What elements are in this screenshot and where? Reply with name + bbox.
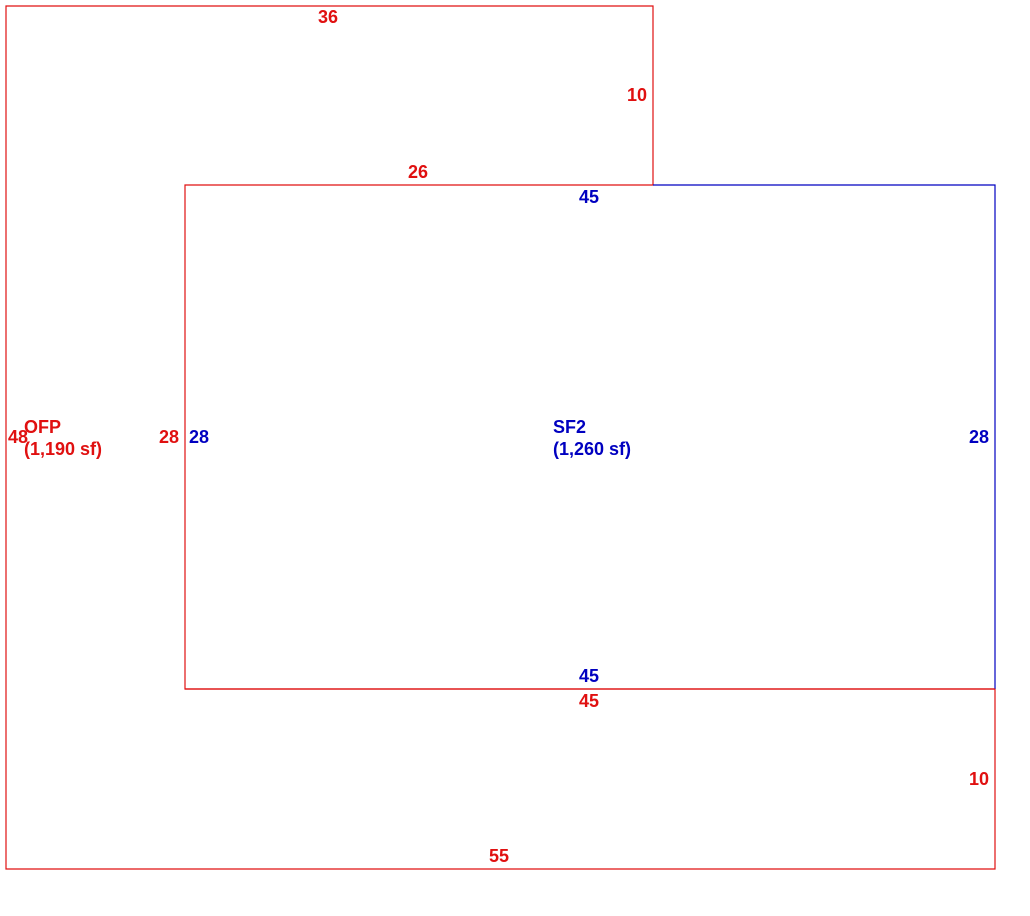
ofp-dim-top: 36 xyxy=(318,7,338,27)
ofp-outline xyxy=(5,5,996,870)
sf2-area-label: (1,260 sf) xyxy=(553,439,631,459)
ofp-dim-lower-right: 10 xyxy=(969,769,989,789)
ofp-area-label: (1,190 sf) xyxy=(24,439,102,459)
sf2-dim-top: 45 xyxy=(579,187,599,207)
sf2-dim-bottom: 45 xyxy=(579,666,599,686)
ofp-dim-left: 48 xyxy=(8,427,28,447)
ofp-dim-bottom: 55 xyxy=(489,846,509,866)
ofp-dim-upper-right: 10 xyxy=(627,85,647,105)
ofp-dim-inner-bottom: 45 xyxy=(579,691,599,711)
sf2-dim-left: 28 xyxy=(189,427,209,447)
ofp-dim-inner-top: 26 xyxy=(408,162,428,182)
ofp-name-label: OFP xyxy=(24,417,61,437)
sf2-name-label: SF2 xyxy=(553,417,586,437)
sf2-outline xyxy=(653,184,996,689)
ofp-dim-inner-left: 28 xyxy=(159,427,179,447)
sf2-dim-right: 28 xyxy=(969,427,989,447)
